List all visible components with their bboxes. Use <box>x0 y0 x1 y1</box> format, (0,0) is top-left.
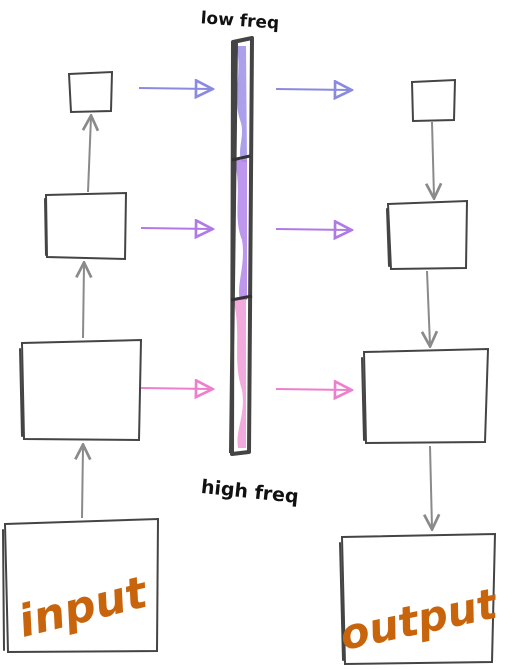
high-freq-label: high freq <box>200 476 300 508</box>
bar-divider-1 <box>231 154 251 162</box>
arrow-input-to-block1 <box>82 446 83 519</box>
encoder-column <box>2 70 160 654</box>
skip-low-in <box>138 88 211 89</box>
skip-mid-in <box>140 228 211 229</box>
decoder-block-1 <box>361 347 490 445</box>
encoder-arrows <box>82 117 91 519</box>
bar-divider-2 <box>230 294 253 302</box>
decoder-block-2 <box>386 199 469 271</box>
input-box <box>2 517 160 654</box>
skip-high-in <box>140 388 211 389</box>
skip-high-out <box>275 389 350 390</box>
low-freq-label: low freq <box>200 8 280 33</box>
arrow-block3-to-block2 <box>432 121 434 197</box>
bar-fill-mid <box>234 160 247 300</box>
bar-outline <box>229 36 254 456</box>
bar-fill-high <box>233 300 246 448</box>
arrow-block2-to-block1 <box>427 270 430 345</box>
arrow-block1-to-output <box>430 445 432 528</box>
encoder-block-3 <box>67 70 114 114</box>
encoder-block-1 <box>19 338 143 442</box>
frequency-bar <box>229 36 254 456</box>
skip-mid-out <box>275 229 350 230</box>
decoder-column <box>339 78 497 666</box>
output-box <box>339 532 497 666</box>
decoder-arrows <box>427 121 434 528</box>
bar-fill-low <box>236 46 247 162</box>
skip-arrows-out <box>275 89 350 390</box>
arrow-block2-to-block3 <box>88 117 91 193</box>
output-label: output <box>336 579 503 660</box>
arrow-block1-to-block2 <box>83 264 84 339</box>
skip-arrows-in <box>138 88 211 389</box>
encoder-block-2 <box>44 191 128 261</box>
decoder-block-3 <box>410 78 457 123</box>
input-label: input <box>13 566 154 647</box>
skip-low-out <box>275 89 350 90</box>
